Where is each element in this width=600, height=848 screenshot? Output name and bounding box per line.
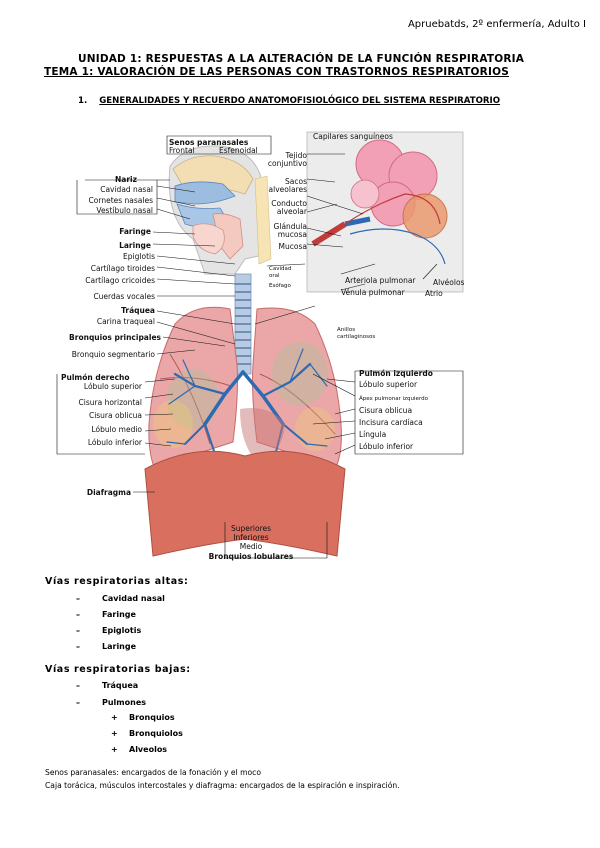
label-lobulo-inferior-d: Lóbulo inferior (88, 438, 143, 447)
label-tejido-1: Tejido (285, 151, 308, 160)
label-nariz: Nariz (115, 175, 137, 184)
list-bullet: – (76, 698, 80, 707)
label-conducto-1: Conducto (271, 199, 307, 208)
label-bronquios-principales: Bronquios principales (69, 333, 161, 342)
label-tiroides: Cartílago tiroides (91, 264, 155, 273)
label-lobulo-medio: Lóbulo medio (91, 425, 142, 434)
sub-list-item: +Alveolos (111, 745, 168, 754)
document-header: Apruebatds, 2º enfermería, Adulto I (407, 19, 586, 30)
list-bullet: – (76, 610, 80, 619)
upper-airways-heading: Vías respiratorias altas: (45, 576, 189, 587)
label-cornetes: Cornetes nasales (89, 196, 154, 205)
label-tejido-2: conjuntivo (268, 159, 308, 168)
label-superiores: Superiores (231, 524, 271, 533)
label-cricoides: Cartílago cricoides (85, 276, 155, 285)
sub-list-item: +Bronquiolos (111, 729, 183, 738)
label-pulmon-derecho: Pulmón derecho (61, 373, 130, 382)
label-cavidad-oral-1: Cavidad (269, 266, 291, 272)
label-carina: Carina traqueal (97, 317, 155, 326)
sub-bullet: + (111, 745, 118, 754)
label-apex: Ápex pulmonar izquierdo (359, 395, 429, 402)
label-medio: Medio (240, 542, 263, 551)
label-anillos-2: cartilaginosos (337, 334, 375, 340)
label-anillos-1: Anillos (337, 327, 355, 333)
label-conducto-2: alveolar (277, 207, 308, 216)
label-sacos-1: Sacos (285, 177, 307, 186)
label-pulmon-izquierdo: Pulmón izquierdo (359, 369, 433, 378)
label-venula: Vénula pulmonar (341, 288, 406, 297)
head-illustration (168, 145, 272, 275)
list-item: –Cavidad nasal (76, 594, 165, 603)
label-esfenoidal: Esfenoidal (219, 146, 258, 155)
label-diafragma: Diafragma (87, 488, 131, 497)
label-esofago: Esófago (269, 282, 292, 289)
label-cavidad-oral-2: oral (269, 273, 280, 279)
list-bullet: – (76, 594, 80, 603)
label-lingula: Língula (359, 430, 386, 439)
section-heading: 1. GENERALIDADES Y RECUERDO ANATOMOFISIOL… (78, 96, 500, 106)
label-traquea: Tráquea (121, 306, 155, 315)
list-bullet: – (76, 681, 80, 690)
section-title: GENERALIDADES Y RECUERDO ANATOMOFISIOLÓG… (99, 96, 501, 106)
label-cavidad-nasal: Cavidad nasal (100, 185, 153, 194)
label-sacos-2: alveolares (269, 185, 308, 194)
heart-silhouette (240, 408, 285, 462)
label-cuerdas: Cuerdas vocales (93, 292, 155, 301)
label-senos: Senos paranasales (169, 138, 249, 147)
label-bronquio-segmentario: Bronquio segmentario (72, 350, 156, 359)
list-bullet: – (76, 642, 80, 651)
list-item: –Pulmones (76, 698, 147, 707)
label-bronquios-lobulares: Bronquios lobulares (209, 552, 294, 561)
sub-bullet: + (111, 729, 118, 738)
label-faringe: Faringe (119, 227, 151, 236)
lower-airways-heading: Vías respiratorias bajas: (45, 664, 191, 675)
label-lobulo-superior-i: Lóbulo superior (359, 380, 418, 389)
label-vestibulo: Vestíbulo nasal (96, 206, 153, 215)
list-item: –Faringe (76, 610, 136, 619)
label-epiglotis: Epiglotis (123, 252, 155, 261)
label-lobulo-superior-d: Lóbulo superior (84, 382, 143, 391)
alveoli-inset (306, 131, 464, 293)
label-inferiores: Inferiores (233, 533, 269, 542)
note-senos: Senos paranasales: encargados de la fona… (45, 768, 261, 777)
right-labels (224, 153, 464, 559)
list-bullet: – (76, 626, 80, 635)
section-number: 1. (78, 96, 88, 106)
trachea-illustration (234, 273, 252, 375)
label-frontal: Frontal (169, 146, 195, 155)
sub-bullet: + (111, 713, 118, 722)
unit-title: UNIDAD 1: RESPUESTAS A LA ALTERACIÓN DE … (78, 53, 525, 65)
label-laringe: Laringe (119, 241, 151, 250)
label-cisura-oblicua-i: Cisura oblicua (359, 406, 412, 415)
label-mucosa: Mucosa (279, 242, 307, 251)
label-glandula-1: Glándula (274, 222, 307, 231)
label-atrio: Atrio (425, 289, 443, 298)
label-glandula-2: mucosa (278, 230, 307, 239)
label-cisura-oblicua-d: Cisura oblicua (89, 411, 142, 420)
list-item: –Tráquea (76, 681, 139, 690)
label-incisura: Incisura cardíaca (359, 418, 423, 427)
label-alveolos: Alvéolos (433, 278, 465, 287)
label-lobulo-inferior-i: Lóbulo inferior (359, 442, 414, 451)
sub-list-item: +Bronquios (111, 713, 175, 722)
label-arteriola: Arteriola pulmonar (345, 276, 416, 285)
theme-title: TEMA 1: VALORACIÓN DE LAS PERSONAS CON T… (44, 66, 509, 78)
respiratory-system-figure: Senos paranasales Frontal Esfenoidal Nar… (56, 131, 465, 561)
label-cisura-horizontal: Cisura horizontal (79, 398, 142, 407)
label-capilares: Capilares sanguíneos (313, 132, 393, 141)
list-item: –Epiglotis (76, 626, 142, 635)
diaphragm-illustration (144, 450, 346, 557)
list-item: –Laringe (76, 642, 137, 651)
right-lung (148, 306, 238, 470)
left-labels (56, 135, 272, 493)
note-caja-toracica: Caja torácica, músculos intercostales y … (45, 781, 400, 790)
